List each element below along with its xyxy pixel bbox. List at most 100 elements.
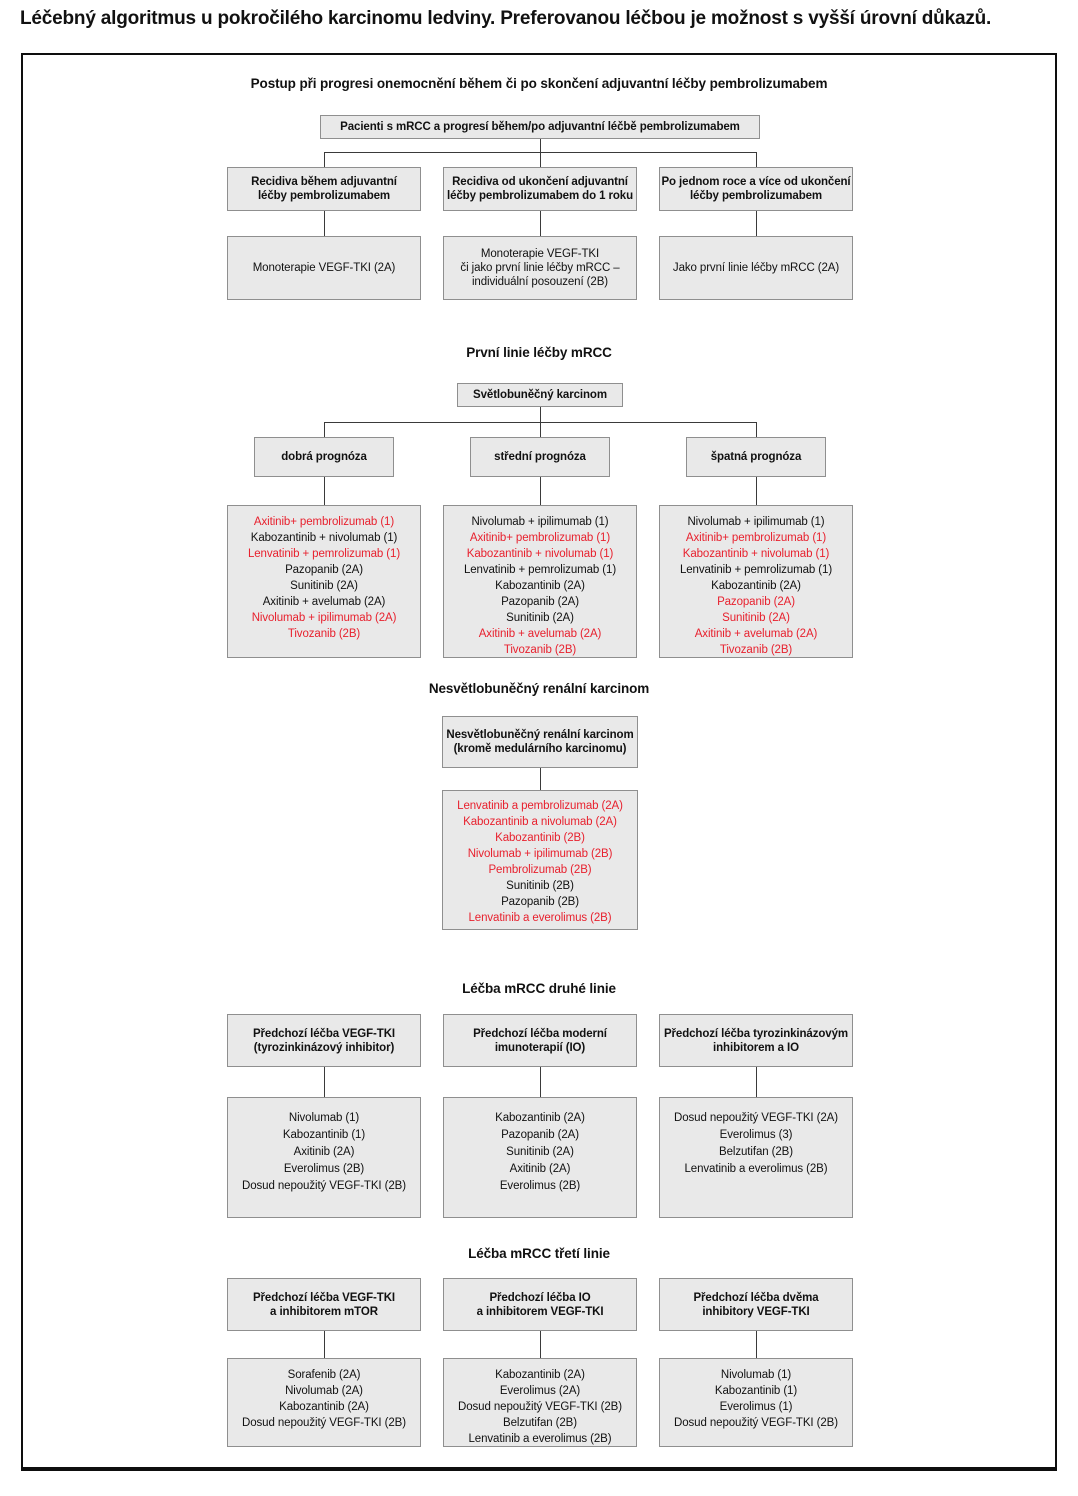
drug-option: Dosud nepoužitý VEGF-TKI (2B) [458,1401,622,1413]
drug-option: Pazopanib (2A) [717,596,795,608]
connector-line [540,768,541,790]
drug-option: Sunitinib (2A) [506,612,574,624]
connector-line [540,1067,541,1097]
drug-option: Kabozantinib + nivolumab (1) [250,532,398,544]
drug-list-non-clear-cell: Lenvatinib a pembrolizumab (2A) Kabozanti… [442,790,638,930]
drug-option: Pembrolizumab (2B) [488,864,592,876]
drug-option: Kabozantinib (1) [714,1385,798,1397]
patients-root-box: Pacienti s mRCC a progresí během/po adju… [320,115,760,139]
connector-line [756,1331,757,1358]
drug-option: Dosud nepoužitý VEGF-TKI (2A) [674,1112,838,1124]
drug-option: Kabozantinib (2B) [495,832,585,844]
section-heading-third-line: Léčba mRCC třetí linie [468,1246,610,1261]
drug-option: Sunitinib (2A) [722,612,790,624]
drug-list-second-line-after-io: Kabozantinib (2A)Pazopanib (2A)Sunitinib… [443,1097,637,1218]
prognosis-box-intermediate: střední prognóza [470,437,610,477]
drug-option: Everolimus (2B) [499,1180,581,1192]
drug-option: Nivolumab + ipilimumab (2B) [467,848,613,860]
page-title: Léčebný algoritmus u pokročilého karcino… [20,8,992,29]
prognosis-box-good: dobrá prognóza [254,437,394,477]
drug-option: Everolimus (1) [719,1401,793,1413]
drug-option: Axitinib (2A) [293,1146,355,1158]
connector-line [324,152,325,167]
drug-option: Kabozantinib + nivolumab (1) [466,548,614,560]
drug-list-third-line-after-io-tki: Kabozantinib (2A) Everolimus (2A) Dosud ne… [443,1358,637,1447]
drug-option: Nivolumab + ipilimumab (2A) [251,612,397,624]
drug-list-second-line-after-tki: Nivolumab (1) Kabozantinib (1) Axitinib (2… [227,1097,421,1218]
prior-box-io-tki: Předchozí léčba IO a inhibitorem VEGF-TK… [443,1278,637,1331]
drug-option: Lenvatinib + pemrolizumab (1) [247,548,401,560]
connector-line [756,422,757,437]
drug-option: Tivozanib (2B) [719,644,793,656]
drug-option: Lenvatinib a everolimus (2B) [468,1433,612,1445]
drug-option: Kabozantinib a nivolumab (2A) [463,816,617,828]
drug-option: Everolimus (3) [719,1129,793,1141]
drug-option: Axitinib+ pembrolizumab (1) [469,532,611,544]
connector-line [756,477,757,505]
drug-option: Kabozantinib (1) [282,1129,366,1141]
connector-line [756,152,757,167]
drug-option: Nivolumab (1) [720,1369,792,1381]
drug-option: Dosud nepoužitý VEGF-TKI (2B) [242,1180,406,1192]
drug-list-poor-prognosis: Nivolumab + ipilimumab (1) Axitinib+ pemb… [659,505,853,658]
drug-list-intermediate-prognosis: Nivolumab + ipilimumab (1)Axitinib+ pemb… [443,505,637,658]
connector-line [540,139,541,167]
drug-list-third-line-after-two-tki: Nivolumab (1) Kabozantinib (1) Everolimus … [659,1358,853,1447]
connector-line [540,211,541,236]
prior-box-vegf-tki: Předchozí léčba VEGF-TKI (tyrozinkinázov… [227,1014,421,1067]
drug-option: Belzutifan (2B) [719,1146,793,1158]
prognosis-box-poor: špatná prognóza [686,437,826,477]
drug-option: Sunitinib (2A) [506,1146,574,1158]
drug-option: Dosud nepoužitý VEGF-TKI (2B) [242,1417,406,1429]
drug-option: Kabozantinib (2A) [495,580,585,592]
connector-line [324,477,325,505]
branch-condition-box-after-1-year: Po jednom roce a více od ukončení léčby … [659,167,853,211]
connector-line [756,1067,757,1097]
drug-option: Tivozanib (2B) [503,644,577,656]
drug-option: Lenvatinib a everolimus (2B) [684,1163,828,1175]
drug-option: Tivozanib (2B) [287,628,361,640]
connector-line [540,477,541,505]
prior-box-two-tki: Předchozí léčba dvěma inhibitory VEGF-TK… [659,1278,853,1331]
branch-condition-box-within-1-year: Recidiva od ukončení adjuvantní léčby pe… [443,167,637,211]
drug-option: Sorafenib (2A) [287,1369,361,1381]
connector-line [540,1331,541,1358]
treatment-box-monotherapy: Monoterapie VEGF-TKI (2A) [227,236,421,300]
non-clear-cell-root-box: Nesvětlobuněčný renální karcinom (kromě … [442,716,638,768]
connector-line [324,422,325,437]
drug-option: Sunitinib (2B) [506,880,574,892]
prior-box-io: Předchozí léčba moderní imunoterapií (IO… [443,1014,637,1067]
connector-line [756,211,757,236]
drug-option: Pazopanib (2A) [501,1129,579,1141]
drug-option: Lenvatinib a pembrolizumab (2A) [457,800,623,812]
drug-option: Nivolumab + ipilimumab (1) [687,516,825,528]
clear-cell-root-box: Světlobuněčný karcinom [457,383,623,407]
drug-list-good-prognosis: Axitinib+ pembrolizumab (1) Kabozantinib … [227,505,421,658]
drug-option: Pazopanib (2A) [501,596,579,608]
drug-option: Kabozantinib (2A) [711,580,801,592]
drug-option: Dosud nepoužitý VEGF-TKI (2B) [674,1417,838,1429]
drug-option: Pazopanib (2B) [501,896,579,908]
drug-option: Lenvatinib a everolimus (2B) [468,912,612,924]
drug-option: Kabozantinib (2A) [495,1369,585,1381]
drug-option: Sunitinib (2A) [290,580,358,592]
drug-option: Axitinib+ pembrolizumab (1) [685,532,827,544]
connector-line [324,211,325,236]
section-heading-non-clear-cell: Nesvětlobuněčný renální karcinom [428,681,650,696]
drug-option: Nivolumab (1) [288,1112,360,1124]
drug-option: Nivolumab (2A) [285,1385,363,1397]
drug-option: Axitinib+ pembrolizumab (1) [253,516,395,528]
treatment-box-first-line: Jako první linie léčby mRCC (2A) [659,236,853,300]
drug-option: Everolimus (2A) [499,1385,581,1397]
section-heading-adjuvant: Postup při progresi onemocnění během či … [250,76,828,91]
section-heading-first-line: První linie léčby mRCC [466,345,612,360]
drug-option: Pazopanib (2A) [285,564,363,576]
drug-option: Axitinib + avelumab (2A) [262,596,386,608]
connector-line [324,422,756,423]
connector-line [324,1067,325,1097]
section-heading-second-line: Léčba mRCC druhé linie [462,981,616,996]
drug-option: Kabozantinib + nivolumab (1) [682,548,830,560]
connector-line [324,152,756,153]
treatment-box-individual: Monoterapie VEGF-TKI či jako první linie… [443,236,637,300]
